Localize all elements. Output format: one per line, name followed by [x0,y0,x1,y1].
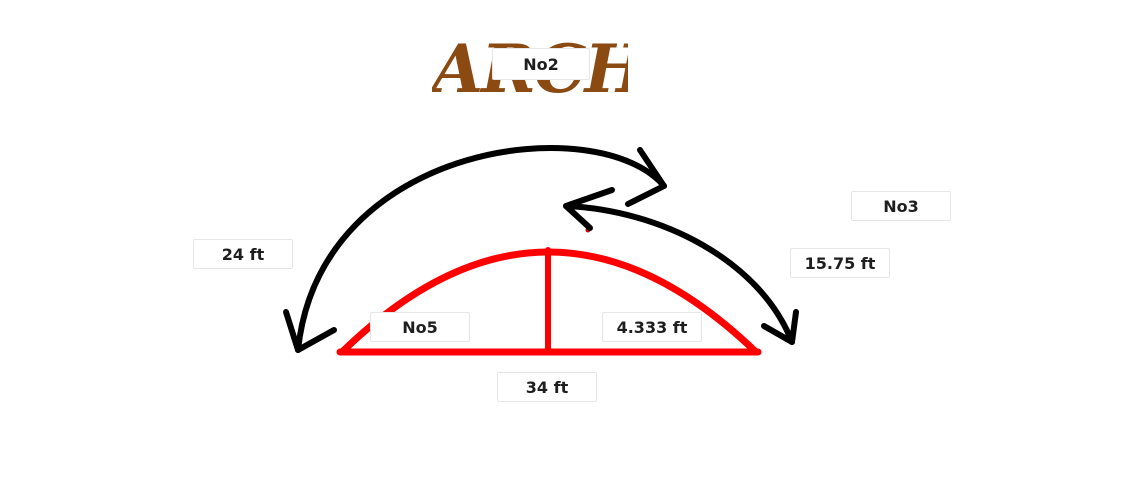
label-left-arc-length: 24 ft [193,239,293,269]
left-arc-arrowhead-bottom [283,309,337,353]
label-no3: No3 [851,191,951,221]
label-right-arc-length: 15.75 ft [790,248,890,278]
label-no5: No5 [370,312,470,342]
right-arc-arrowhead-top [563,187,615,231]
left-arc-arrowhead-top [625,147,667,207]
label-no2: No2 [492,48,590,80]
left-arc-arrow [295,145,667,353]
right-arc-arrowhead-bottom [761,309,799,345]
label-span: 34 ft [497,372,597,402]
right-arc-arrow [563,203,795,345]
label-rise: 4.333 ft [602,312,702,342]
